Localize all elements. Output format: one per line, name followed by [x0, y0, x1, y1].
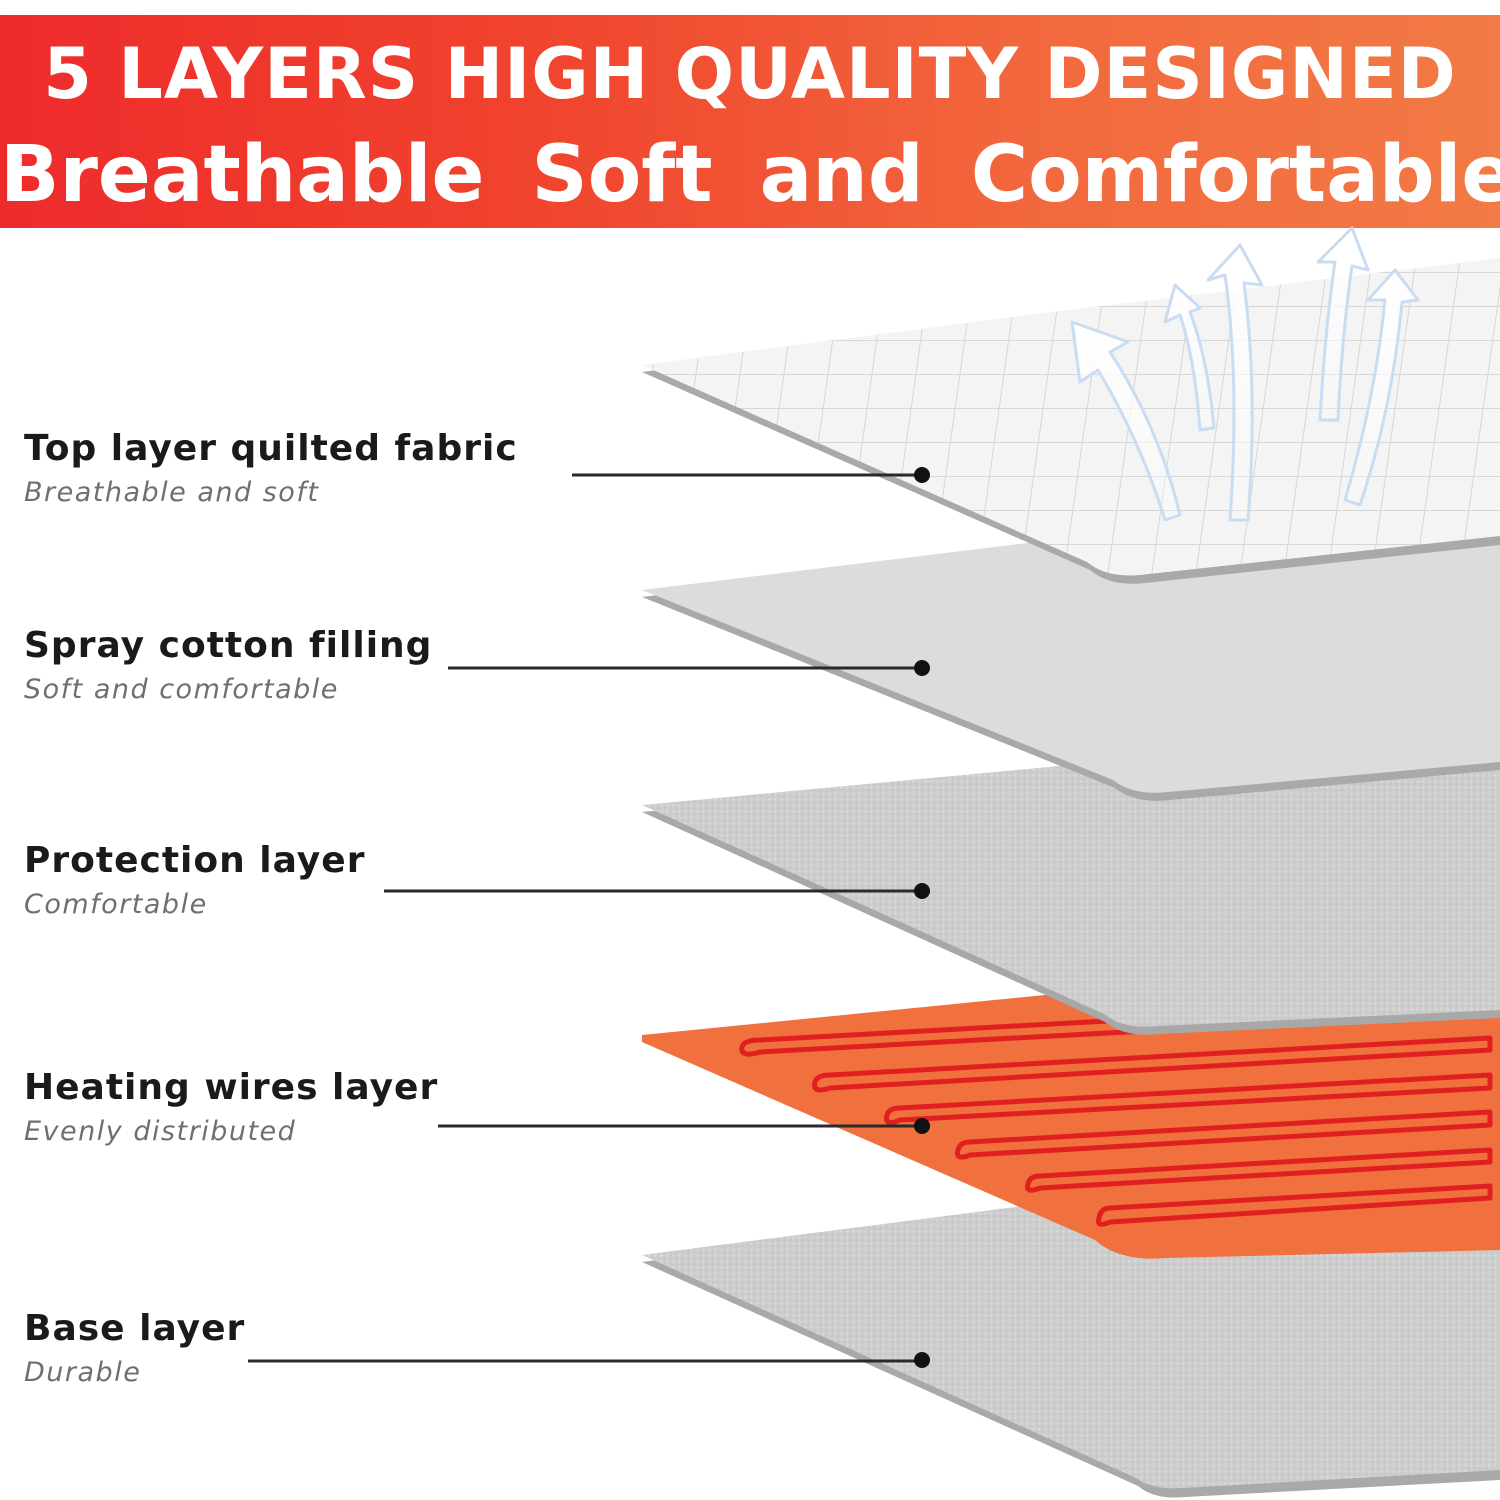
layer-description: Comfortable [24, 889, 208, 920]
heating-layer-sheet [642, 980, 1500, 1259]
cotton-layer-sheet [642, 532, 1500, 801]
header-banner: 5 LAYERS HIGH QUALITY DESIGNED Breathabl… [0, 15, 1500, 228]
layer-label-spray-cotton: Spray cotton filling Soft and comfortabl… [24, 625, 432, 705]
layer-description: Evenly distributed [24, 1116, 297, 1147]
layer-title: Heating wires layer [24, 1067, 439, 1108]
layer-label-heating-wires: Heating wires layer Evenly distributed [24, 1067, 438, 1147]
layer-label-base: Base layer Durable [24, 1308, 245, 1388]
leader-dot [914, 1352, 930, 1368]
layer-title: Spray cotton filling [24, 625, 433, 666]
leader-dot [914, 1118, 930, 1134]
base-layer-sheet [642, 1188, 1500, 1498]
layer-description: Soft and comfortable [24, 674, 339, 705]
leader-dot [914, 660, 930, 676]
header-title: 5 LAYERS HIGH QUALITY DESIGNED [43, 33, 1457, 115]
quilted-layer-sheet [642, 258, 1500, 584]
protection-layer-sheet [642, 752, 1500, 1035]
airflow-arrows-icon [1070, 226, 1420, 522]
header-subtitle: Breathable Soft and Comfortable [0, 130, 1500, 220]
heating-wire [739, 997, 1493, 1227]
layer-title: Top layer quilted fabric [24, 428, 518, 469]
leader-dot [914, 467, 930, 483]
layer-title: Base layer [24, 1308, 246, 1349]
layer-description: Durable [24, 1357, 142, 1388]
leader-dot [914, 883, 930, 899]
layer-label-top-quilted: Top layer quilted fabric Breathable and … [24, 428, 518, 508]
layer-title: Protection layer [24, 840, 366, 881]
layer-description: Breathable and soft [24, 477, 320, 508]
layer-label-protection: Protection layer Comfortable [24, 840, 365, 920]
leader-lines [248, 467, 930, 1368]
